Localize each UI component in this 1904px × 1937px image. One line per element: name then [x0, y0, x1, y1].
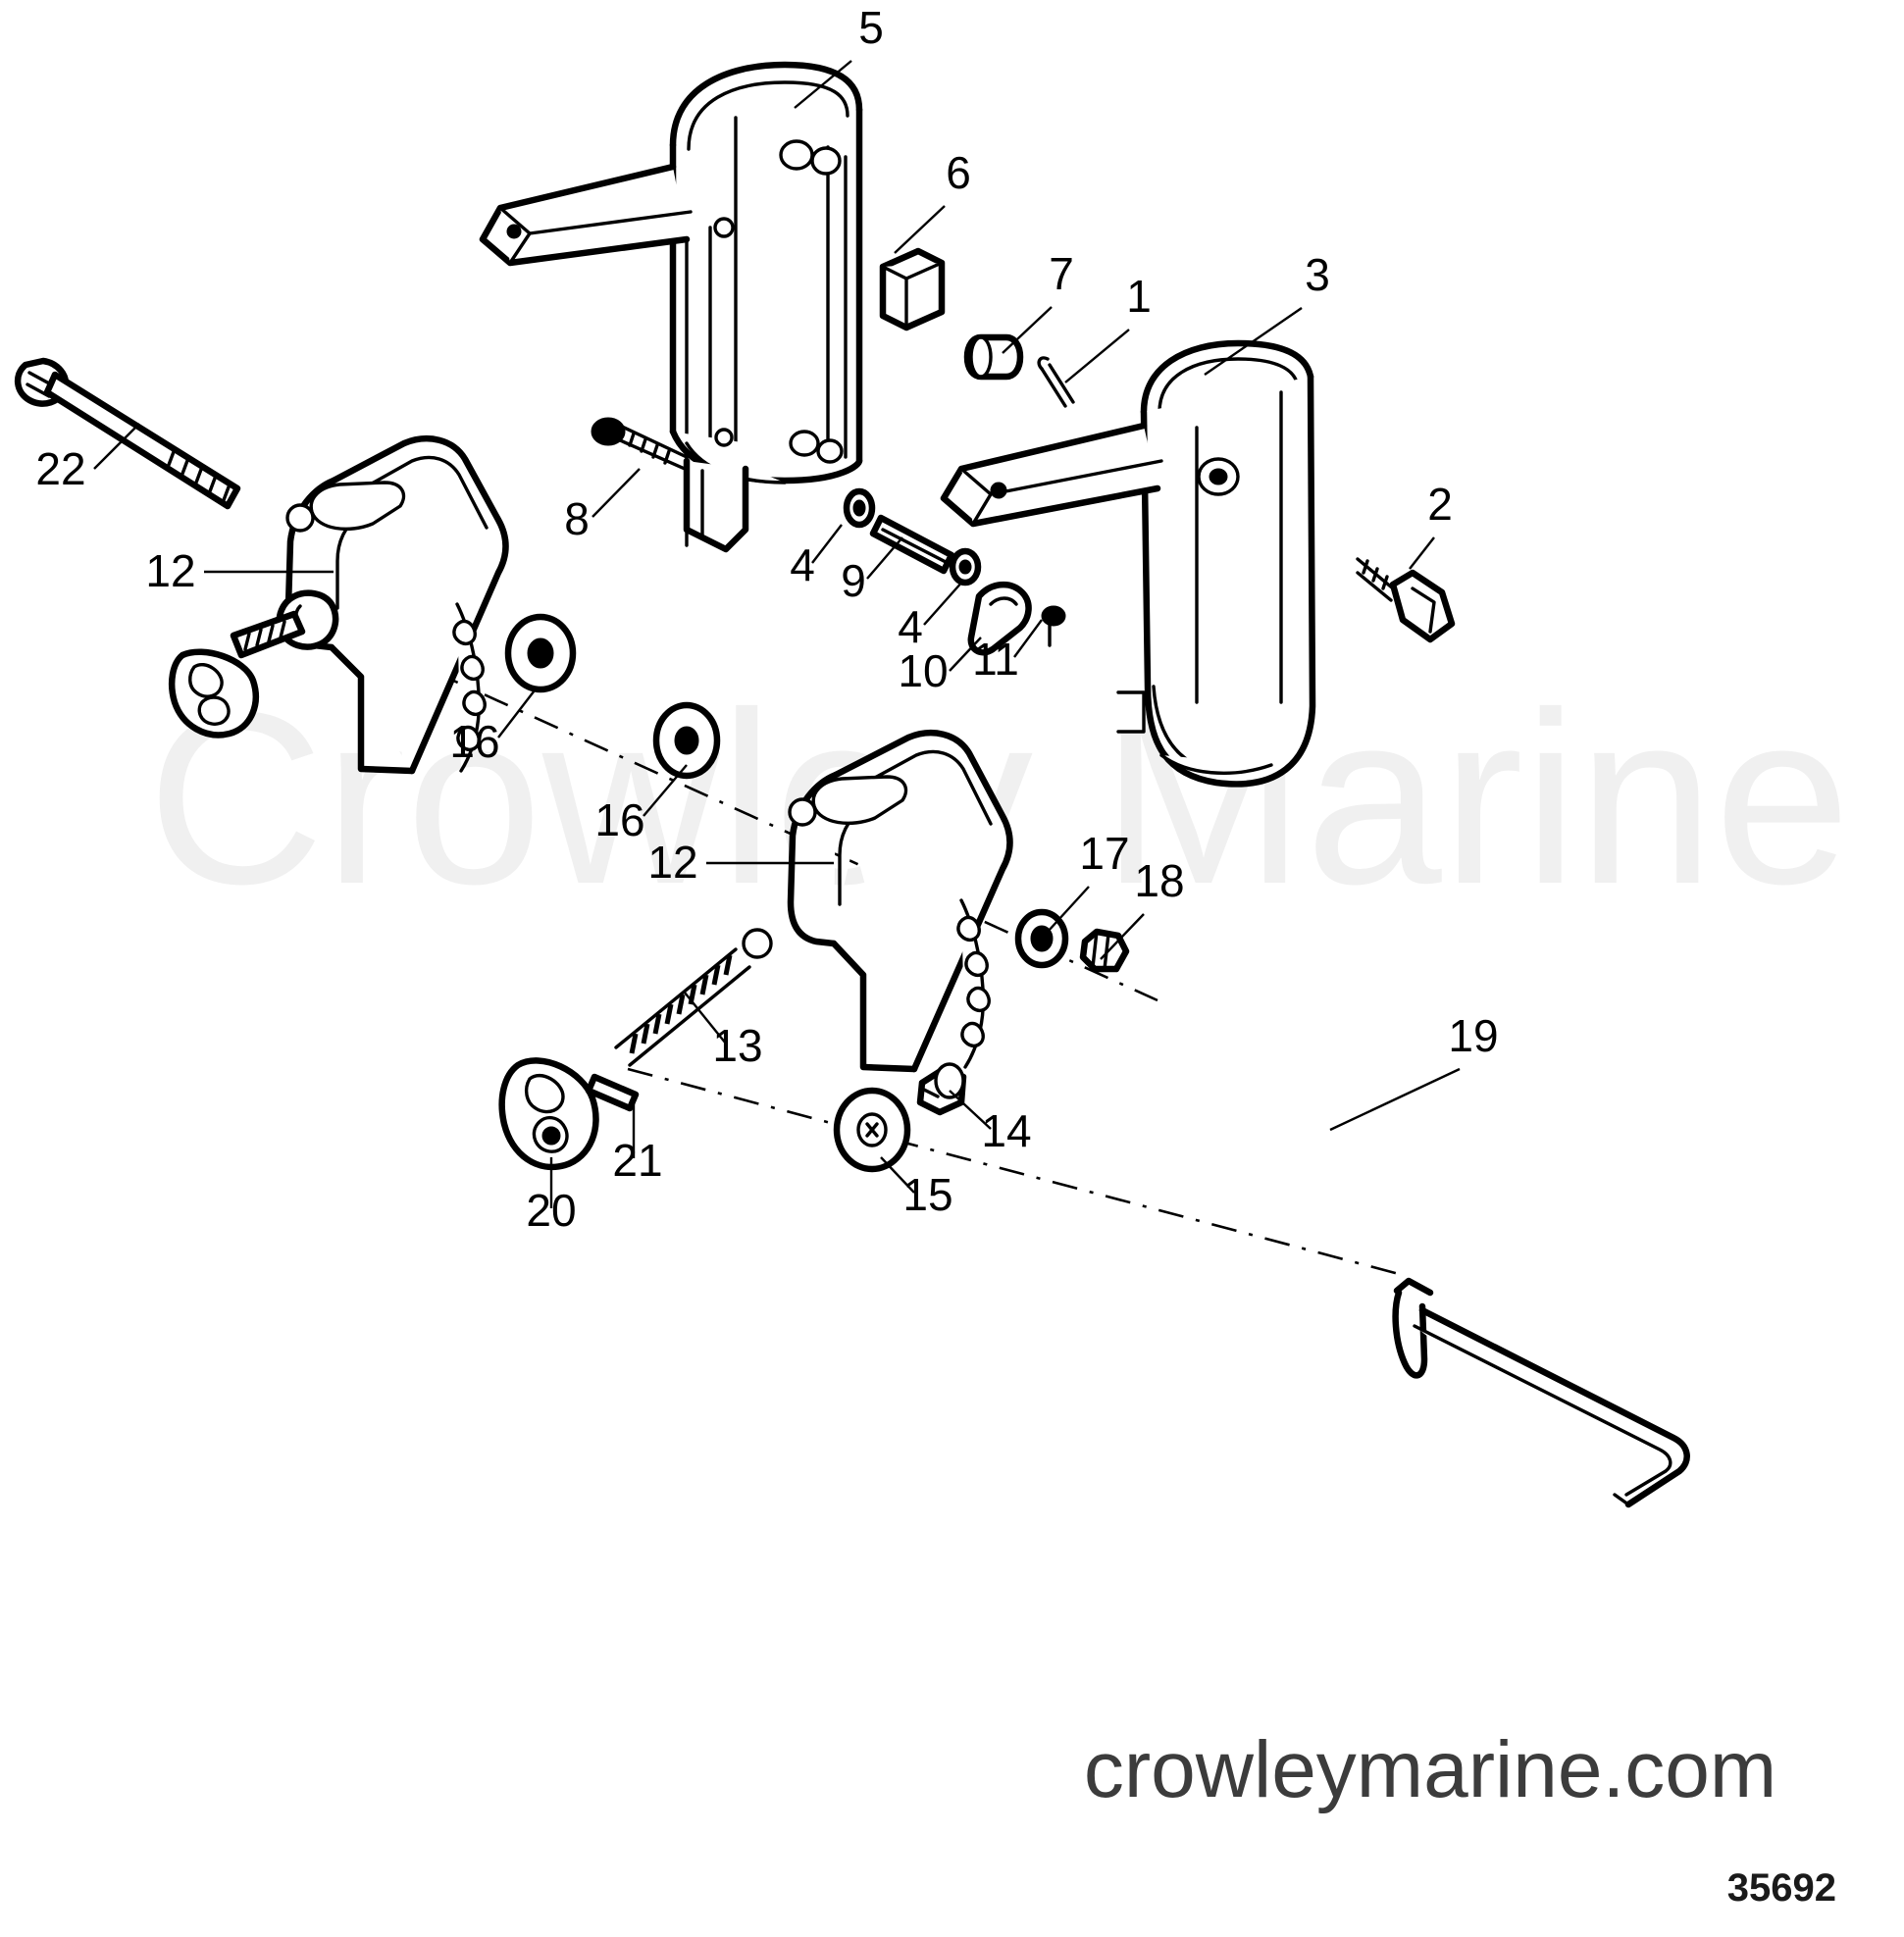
- callout-8-label: 8: [564, 493, 590, 544]
- callout-22-label: 22: [35, 443, 85, 494]
- callout-13: 13: [684, 992, 763, 1071]
- part-nut: [1079, 928, 1130, 973]
- part-thumb-screw-right: [1356, 557, 1456, 643]
- callout-4-upper: 4: [790, 524, 843, 590]
- axis-upper: [384, 647, 1158, 1002]
- part-bolt-short: [591, 417, 689, 471]
- part-screw-shoulder: [916, 1062, 967, 1116]
- callout-17-label: 17: [1079, 828, 1129, 879]
- part-cotter-pin: [1037, 356, 1075, 408]
- callout-17: 17: [1047, 828, 1130, 933]
- callout-6: 6: [894, 147, 971, 254]
- callout-10-label: 10: [898, 645, 948, 696]
- part-clamp-screw-long: [15, 357, 241, 510]
- callout-8: 8: [564, 468, 641, 544]
- callout-4-upper-label: 4: [790, 539, 815, 590]
- part-spacer-bushing: [963, 333, 1024, 381]
- callout-9-label: 9: [841, 555, 866, 606]
- callout-5-label: 5: [858, 2, 884, 53]
- callout-12-upper: 12: [145, 545, 334, 596]
- callout-11-label: 11: [972, 634, 1019, 685]
- callout-3: 3: [1204, 249, 1330, 376]
- callout-7: 7: [1002, 248, 1074, 354]
- callout-21: 21: [612, 1100, 663, 1186]
- callout-16-upper: 16: [449, 686, 539, 767]
- callout-1: 1: [1064, 271, 1152, 383]
- part-swivel-bracket-right: [940, 339, 1316, 788]
- part-anode-plate: [879, 247, 946, 331]
- callout-19-label: 19: [1448, 1010, 1498, 1061]
- part-washer-16-a: [504, 613, 577, 693]
- callout-20-label: 20: [526, 1185, 576, 1236]
- callout-10: 10: [898, 637, 982, 696]
- part-clamp-pad-lower: [498, 1057, 599, 1171]
- callout-16-lower-label: 16: [594, 794, 644, 845]
- callout-18: 18: [1100, 855, 1185, 960]
- callout-3-label: 3: [1305, 249, 1330, 300]
- part-washer-large: [833, 1087, 911, 1173]
- callout-21-label: 21: [612, 1135, 662, 1186]
- callout-5: 5: [794, 2, 884, 109]
- footer-drawing-number: 35692: [1727, 1866, 1836, 1910]
- callout-13-label: 13: [712, 1020, 762, 1071]
- callout-18-label: 18: [1134, 855, 1184, 906]
- callout-layer: 5 6 7 1 3 2 22 8: [35, 2, 1498, 1236]
- callout-11: 11: [972, 619, 1043, 685]
- callout-16-upper-label: 16: [449, 716, 499, 767]
- callout-7-label: 7: [1049, 248, 1074, 299]
- footer-site-url: crowleymarine.com: [1084, 1725, 1776, 1814]
- callout-4-lower: 4: [898, 580, 964, 652]
- callout-22: 22: [35, 423, 140, 494]
- callout-12-lower-label: 12: [647, 837, 697, 888]
- callout-9: 9: [841, 536, 903, 606]
- callout-15: 15: [880, 1156, 953, 1220]
- footer: crowleymarine.com 35692: [1084, 1725, 1836, 1910]
- callout-16-lower: 16: [594, 764, 688, 845]
- callout-2: 2: [1409, 479, 1453, 570]
- callout-14: 14: [949, 1090, 1032, 1156]
- part-tilt-lock-rod: [1392, 1277, 1690, 1508]
- part-clamp-bracket-lower: [742, 730, 1013, 1073]
- part-washer-16-b: [652, 701, 721, 780]
- callout-14-label: 14: [981, 1105, 1031, 1156]
- part-pivot-shaft-assembly: [843, 487, 1066, 656]
- callout-4-lower-label: 4: [898, 601, 923, 652]
- callout-6-label: 6: [946, 147, 971, 198]
- callout-19: 19: [1329, 1010, 1499, 1132]
- part-swivel-bracket-center: [479, 61, 863, 553]
- callout-2-label: 2: [1427, 479, 1453, 530]
- callout-12-lower: 12: [647, 837, 834, 888]
- part-spring: [614, 947, 751, 1067]
- axis-lower: [627, 1067, 1404, 1277]
- part-clamp-bracket-upper-left: [169, 435, 509, 775]
- callout-12-upper-label: 12: [145, 545, 195, 596]
- callout-1-label: 1: [1126, 271, 1152, 322]
- assembly-axis-lines: [384, 647, 1404, 1277]
- callout-20: 20: [526, 1157, 577, 1236]
- part-roll-pin: [585, 1073, 640, 1112]
- callout-15-label: 15: [902, 1169, 952, 1220]
